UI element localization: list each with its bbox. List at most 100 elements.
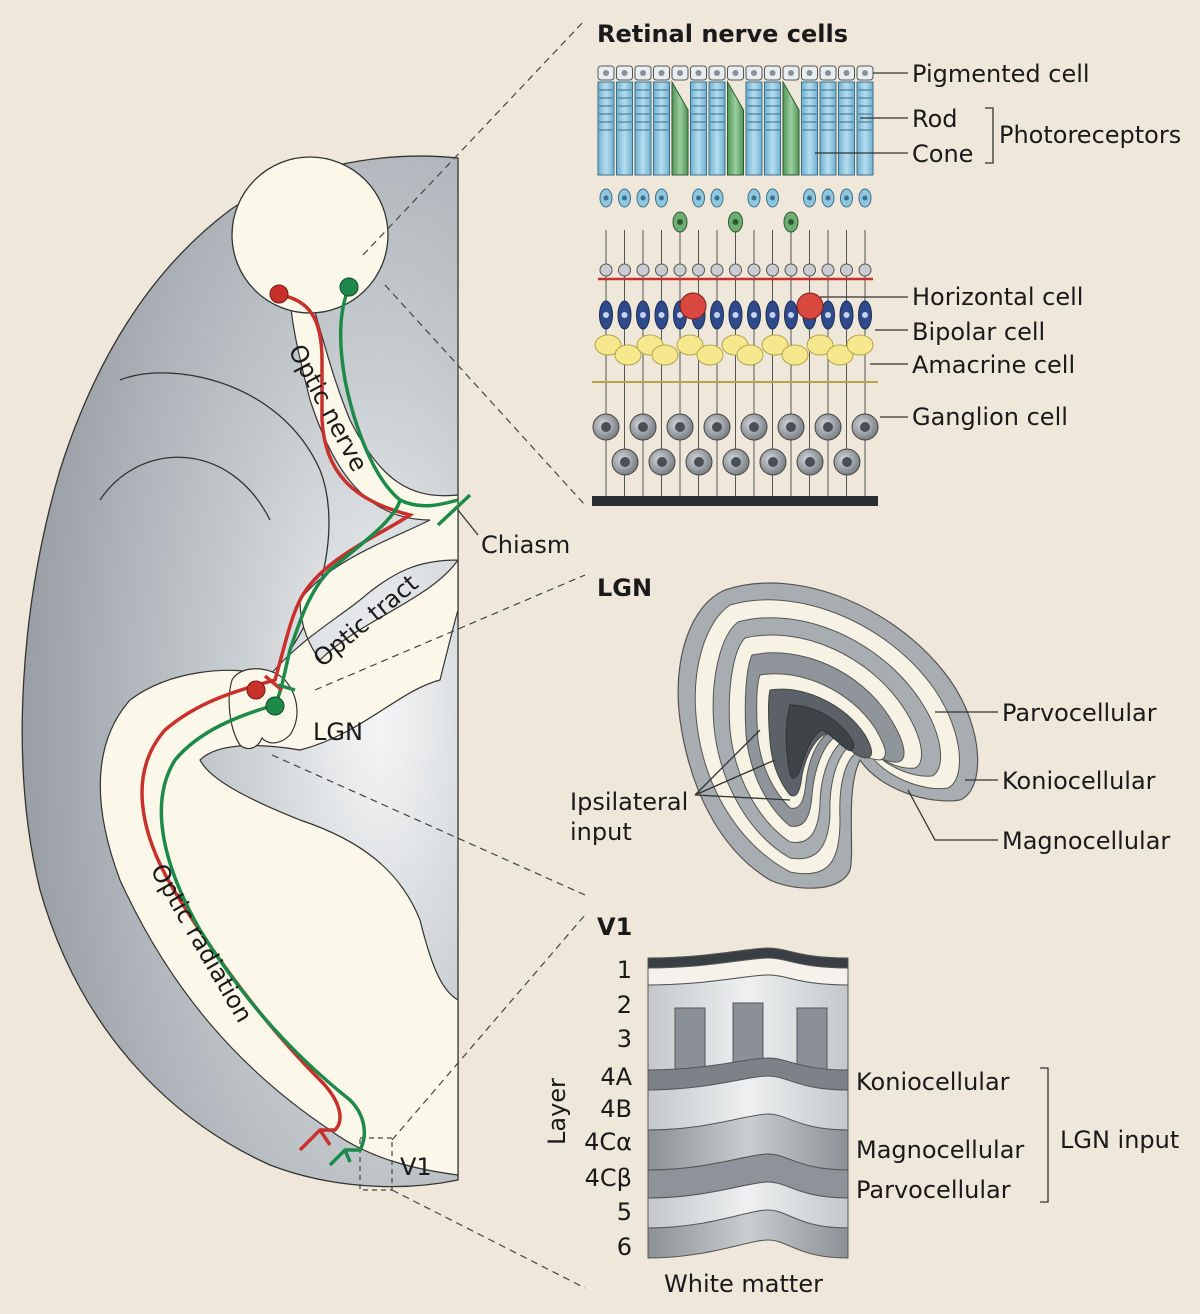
rod-outer-segment — [801, 81, 818, 176]
rod-outer-segment — [653, 81, 670, 176]
bipolar-nucleus — [769, 312, 776, 318]
lgn-konio-label: Koniocellular — [1002, 767, 1156, 795]
v1-layer-6 — [647, 1209, 849, 1259]
photoreceptor-terminal — [692, 263, 705, 277]
cone-label: Cone — [912, 140, 973, 168]
bipolar-nucleus — [677, 312, 683, 318]
pigmented-nucleus — [640, 70, 646, 76]
pigmented-nucleus — [695, 70, 702, 76]
v1-box — [359, 1137, 393, 1191]
ganglion-nucleus — [731, 457, 741, 467]
pigmented-nucleus — [788, 70, 794, 76]
lgn-magnocellular-core — [785, 704, 855, 779]
ganglion-nucleus — [712, 422, 722, 432]
layer-axis-label: Layer — [543, 1078, 571, 1145]
lgn-brain-label: LGN — [313, 718, 363, 746]
rod-nucleus — [862, 195, 868, 201]
amacrine-cell — [736, 344, 764, 366]
ganglion-nucleus — [694, 457, 704, 467]
bipolar-nucleus — [862, 312, 868, 318]
pigmented-nucleus — [843, 70, 850, 76]
green-fiber — [159, 289, 459, 1167]
v1-parvo-label: Parvocellular — [856, 1176, 1011, 1204]
lgn-magno-label: Magnocellular — [1002, 827, 1170, 855]
rod-nucleus — [807, 195, 812, 201]
amacrine-cell — [781, 344, 809, 366]
photoreceptor-terminal — [766, 263, 779, 277]
bipolar-nucleus — [751, 312, 757, 318]
cone-nucleus — [677, 219, 683, 225]
lgn-red-terminal — [263, 674, 284, 692]
lgn-section: LGN Parvocellular Koniocellular Magnocel… — [570, 574, 1170, 889]
photoreceptor-bracket — [985, 107, 994, 164]
photoreceptor-terminal — [673, 263, 687, 277]
cone-outer-segment — [782, 80, 800, 176]
rod-nucleus — [751, 195, 757, 201]
ipsi-label-line1: Ipsilateral — [570, 788, 688, 816]
rod-outer-segment — [634, 81, 652, 176]
amacrine-cell — [761, 334, 789, 356]
rod-outer-segment — [745, 81, 763, 176]
rod-outer-segment — [597, 81, 615, 176]
rod-label: Rod — [912, 105, 958, 133]
pigmented-nucleus — [862, 70, 868, 76]
v1-layer-number: 3 — [617, 1025, 632, 1053]
photoreceptor-terminal — [655, 263, 668, 277]
ganglion-nucleus — [768, 457, 778, 467]
lgn-input-bracket — [1040, 1067, 1049, 1203]
photoreceptor-terminal — [821, 263, 835, 277]
v1-layer-number: 4B — [600, 1095, 632, 1123]
v1-layer-number: 5 — [617, 1198, 632, 1226]
ganglion-nucleus — [638, 422, 648, 432]
amacrine-label: Amacrine cell — [912, 351, 1075, 379]
ganglion-nucleus — [657, 457, 667, 467]
retina-green-neuron — [339, 277, 359, 297]
lgn-layers — [677, 582, 979, 889]
v1-layer-number: 6 — [617, 1233, 632, 1261]
bipolar-nucleus — [732, 312, 739, 318]
v1-layer-number: 4Cα — [584, 1128, 632, 1156]
photoreceptor-terminal — [729, 263, 742, 277]
bipolar-nucleus — [640, 312, 646, 318]
amacrine-cell — [826, 344, 854, 366]
v1-konio-label: Koniocellular — [856, 1068, 1010, 1096]
pigmented-nucleus — [732, 70, 739, 76]
pigmented-nucleus — [714, 70, 720, 76]
lgn-input-label: LGN input — [1060, 1126, 1179, 1154]
ganglion-nucleus — [786, 422, 796, 432]
pigmented-nucleus — [621, 70, 628, 76]
pigmented-label: Pigmented cell — [912, 60, 1090, 88]
ganglion-nucleus — [860, 422, 870, 432]
lgn-green-neuron — [265, 696, 285, 716]
amacrine-cell — [676, 334, 704, 356]
retina-title: Retinal nerve cells — [597, 20, 848, 48]
v1-layer-number: 1 — [617, 956, 632, 984]
retina-cell-array — [592, 65, 879, 506]
chiasm-crossbar — [436, 493, 472, 527]
bipolar-nucleus — [825, 312, 831, 318]
ganglion-nucleus — [675, 422, 685, 432]
photoreceptor-terminal — [599, 263, 613, 277]
rod-outer-segment — [616, 81, 633, 176]
pigmented-nucleus — [825, 70, 831, 76]
cone-nucleus — [732, 219, 739, 225]
amacrine-cell — [806, 334, 834, 356]
rod-outer-segment — [856, 81, 874, 176]
ipsi-leaders — [694, 729, 791, 801]
bipolar-nucleus — [714, 312, 720, 318]
pigmented-nucleus — [658, 70, 665, 76]
cone-outer-segment — [727, 80, 744, 176]
horizontal-label: Horizontal cell — [912, 283, 1083, 311]
photoreceptor-terminal — [618, 263, 631, 277]
v1-magno-label: Magnocellular — [856, 1136, 1024, 1164]
rod-nucleus — [714, 195, 720, 201]
bipolar-nucleus — [603, 312, 609, 318]
lgn-green-terminal — [277, 683, 296, 692]
ganglion-label: Ganglion cell — [912, 403, 1068, 431]
amacrine-cell — [846, 334, 874, 356]
rod-outer-segment — [838, 81, 855, 176]
chiasm-label: Chiasm — [481, 531, 570, 559]
